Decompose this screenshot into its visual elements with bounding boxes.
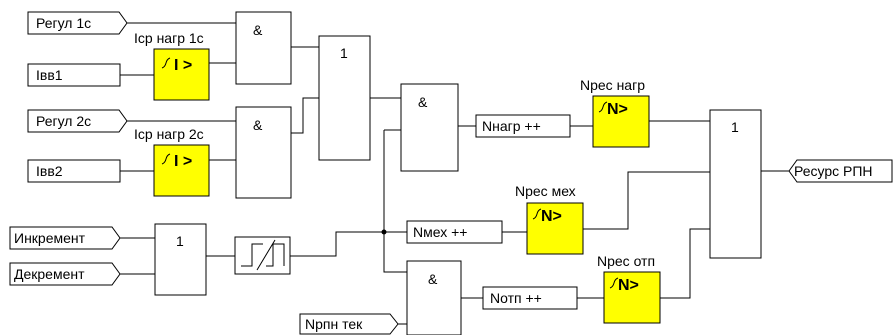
counter-nmex-label: Nмех ++ (413, 224, 467, 240)
or-gate-2-symbol: 1 (176, 233, 184, 249)
threshold-icon (161, 57, 171, 69)
hysteresis-icon (241, 239, 285, 271)
nres-otp-label: Nрес отп (597, 253, 655, 269)
junction-dot (381, 229, 387, 235)
comparator-n-label: N> (607, 101, 628, 118)
counter-nmex: Nмех ++ (406, 220, 503, 244)
counter-notp: Nотп ++ (482, 286, 578, 310)
input-regul-2c: Регул 2с (27, 109, 128, 133)
hysteresis-block (234, 236, 291, 275)
and-gate-4-symbol: & (428, 271, 438, 287)
nres-mex-comparator: Nрес мех N> (515, 183, 584, 255)
or-gate-3: 1 (709, 109, 762, 259)
or-gate-2: 1 (154, 223, 207, 296)
comparator-n-label: N> (541, 208, 562, 225)
wires (120, 22, 789, 325)
input-regul-1c: Регул 1с (27, 11, 128, 35)
input-regul-2c-label: Регул 2с (36, 113, 91, 129)
or-gate-1-symbol: 1 (340, 45, 348, 61)
comparator-i-label: I > (174, 57, 192, 74)
input-ivv2: Iвв2 (27, 159, 121, 183)
output-resurs-rpn-label: Ресурс РПН (794, 163, 873, 179)
threshold-icon (532, 208, 542, 220)
input-ivv1-label: Iвв1 (36, 67, 63, 83)
nres-otp-comparator: Nрес отп N> (597, 253, 661, 324)
counter-nnagr-label: Nнагр ++ (482, 118, 541, 134)
input-increment: Инкремент (9, 226, 121, 250)
and-gate-3: & (400, 83, 459, 172)
or-gate-3-symbol: 1 (731, 119, 739, 135)
icp-nagr-2c-label: Iср нагр 2с (134, 126, 204, 142)
input-nrpn: Nрпн тек (299, 313, 399, 335)
input-regul-1c-label: Регул 1с (36, 15, 91, 31)
output-resurs-rpn: Ресурс РПН (788, 159, 893, 183)
input-increment-label: Инкремент (14, 230, 86, 246)
counter-notp-label: Nотп ++ (490, 290, 542, 306)
counter-nnagr: Nнагр ++ (475, 114, 571, 138)
nres-nagr-label: Nрес нагр (580, 77, 645, 93)
icp-nagr-1c-label: Iср нагр 1с (134, 30, 204, 46)
threshold-icon (598, 101, 608, 113)
input-decrement: Декремент (9, 262, 121, 286)
and-gate-1: & (235, 11, 292, 85)
input-ivv2-label: Iвв2 (36, 163, 63, 179)
nres-mex-label: Nрес мех (515, 183, 576, 199)
threshold-icon (609, 277, 619, 289)
input-decrement-label: Декремент (14, 266, 85, 282)
comparator-i-label: I > (174, 153, 192, 170)
and-gate-3-symbol: & (418, 94, 428, 110)
or-gate-1: 1 (318, 35, 371, 161)
and-gate-2-symbol: & (253, 117, 263, 133)
input-nrpn-label: Nрпн тек (305, 316, 363, 332)
input-ivv1: Iвв1 (27, 63, 121, 87)
nres-nagr-comparator: Nрес нагр N> (580, 77, 650, 148)
icp-nagr-2c-comparator: Iср нагр 2с I > (134, 126, 210, 197)
and-gate-2: & (235, 106, 292, 199)
comparator-n-label: N> (618, 277, 639, 294)
threshold-icon (161, 153, 171, 165)
and-gate-1-symbol: & (253, 22, 263, 38)
icp-nagr-1c-comparator: Iср нагр 1с I > (134, 30, 210, 101)
and-gate-4: & (406, 260, 462, 335)
